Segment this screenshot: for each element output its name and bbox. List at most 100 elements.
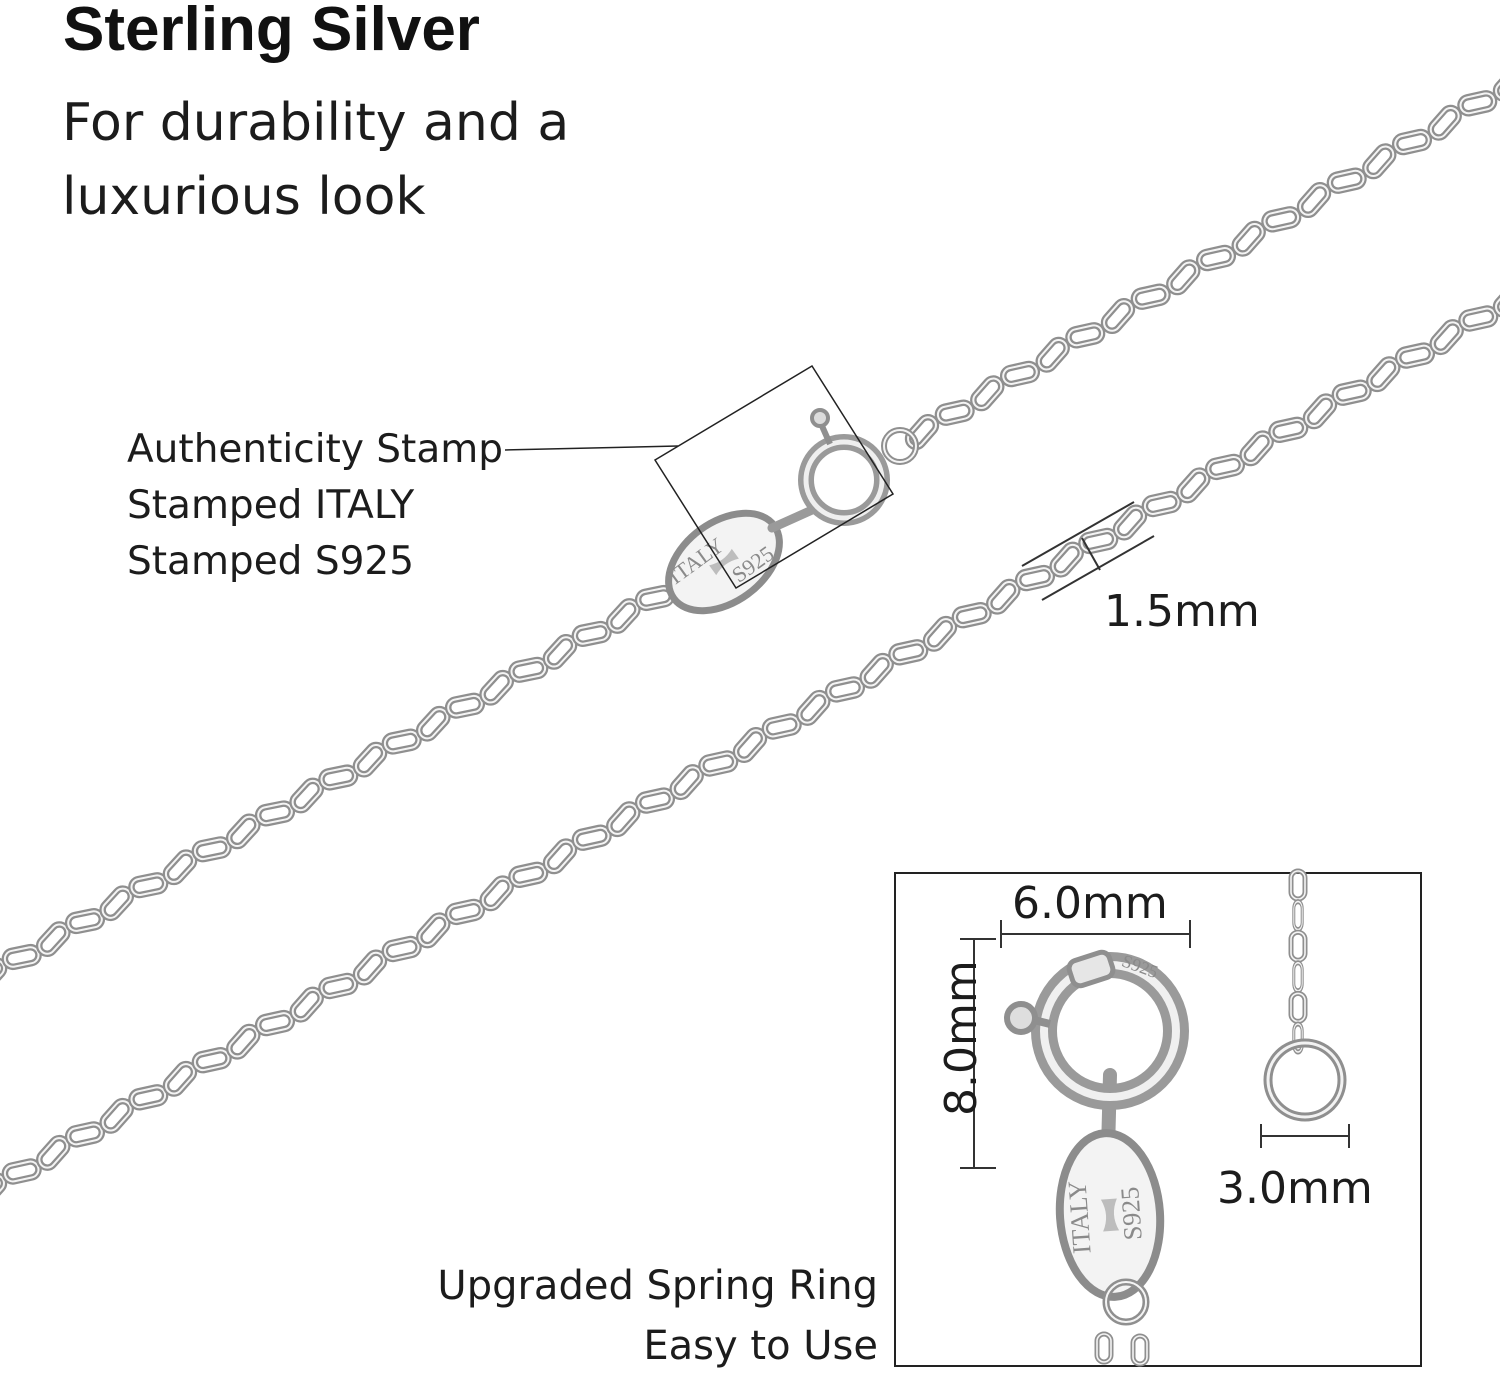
chain-link	[99, 1098, 134, 1134]
authenticity-stamp-tag: ITALY S925	[663, 509, 783, 615]
chain-link	[36, 921, 71, 957]
subheadline-line-2: luxurious look	[62, 167, 426, 227]
chain-link	[543, 634, 578, 670]
chain-link	[510, 659, 547, 681]
chain-link	[130, 1086, 167, 1109]
chain-link	[1067, 324, 1104, 347]
clasp-neck	[767, 505, 817, 533]
feature-line-1: Upgraded Spring Ring	[437, 1263, 878, 1309]
authenticity-callout: Authenticity Stamp Stamped ITALY Stamped…	[127, 422, 503, 590]
chain-link	[383, 730, 420, 752]
chain-link	[1176, 467, 1211, 503]
spring-ring-clasp	[798, 408, 890, 526]
detail-end-ring	[1263, 1038, 1347, 1122]
chain-link	[936, 401, 973, 424]
detail-inset-frame	[894, 872, 1422, 1367]
callout-line-2: Stamped ITALY	[127, 483, 415, 528]
chain-link	[1362, 143, 1396, 179]
chain-link	[1303, 393, 1338, 429]
subheadline: For durability and a luxurious look	[62, 86, 682, 234]
chain-link	[447, 694, 484, 716]
chain-link	[1460, 307, 1497, 330]
headline: Sterling Silver	[63, 0, 480, 64]
chain-link	[1143, 493, 1180, 516]
chain-link	[163, 849, 198, 885]
clasp-height-label: 8.0mm	[936, 960, 987, 1116]
chain-link	[669, 764, 704, 800]
chain-link	[1427, 105, 1461, 141]
chain-link	[890, 641, 927, 664]
chain-width-label: 1.5mm	[1104, 586, 1260, 637]
chain-link	[1366, 356, 1401, 392]
subheadline-line-1: For durability and a	[62, 93, 570, 153]
chain-link	[1002, 362, 1039, 385]
chain-link	[510, 863, 547, 886]
chain-link	[226, 813, 261, 849]
chain-link	[447, 900, 484, 923]
feature-line-2: Easy to Use	[643, 1323, 878, 1369]
chain-link	[1101, 298, 1135, 334]
chain-link	[36, 1135, 71, 1171]
detail-stamp-tag: ITALY S925	[1055, 1129, 1165, 1301]
chain-link	[3, 946, 40, 968]
chain-link	[289, 987, 324, 1023]
ring-size-label: 3.0mm	[1217, 1163, 1373, 1214]
clasp-height-dimension	[960, 938, 996, 1169]
chain-link	[479, 875, 514, 911]
chain-link	[573, 826, 610, 849]
chain-link	[859, 653, 894, 689]
chain-link	[606, 801, 641, 837]
chain-link	[986, 579, 1021, 615]
detail-bottom-links	[1097, 1278, 1150, 1364]
chain-link	[193, 1049, 230, 1072]
chain-link	[1166, 259, 1200, 295]
chain-link	[1263, 208, 1300, 231]
chain-link	[416, 706, 451, 742]
chain-link	[3, 1160, 40, 1183]
chain-link	[163, 1061, 198, 1097]
ring-size-dimension	[1260, 1124, 1350, 1148]
chain-link	[416, 912, 451, 948]
jump-ring	[881, 427, 919, 465]
clasp-width-dimension	[1000, 920, 1191, 948]
chain-link	[1231, 221, 1265, 257]
chain-link	[1297, 182, 1331, 218]
chain-link	[1207, 455, 1244, 478]
clasp-width-label: 6.0mm	[1012, 878, 1168, 929]
chain-link	[606, 598, 641, 634]
chain-link	[1333, 381, 1370, 404]
callout-line-3: Stamped S925	[127, 539, 415, 584]
chain-width-dimension	[1021, 501, 1155, 601]
chain-link	[1328, 169, 1365, 192]
chain-link	[1459, 92, 1496, 115]
spring-ring-feature: Upgraded Spring Ring Easy to Use	[437, 1256, 878, 1376]
chain-link	[700, 752, 737, 775]
chain-link	[970, 375, 1004, 411]
svg-text:ITALY: ITALY	[1063, 1179, 1097, 1254]
chain-link	[1239, 430, 1274, 466]
chain-link	[637, 789, 674, 812]
chain-link	[1270, 418, 1307, 441]
chain-link	[67, 910, 104, 932]
chain-link	[1017, 567, 1054, 590]
chain-link	[1113, 504, 1148, 540]
chain-link	[226, 1024, 261, 1060]
chain-link	[1035, 337, 1069, 373]
chain-link	[827, 678, 864, 701]
chain-link	[763, 715, 800, 738]
chain-link	[1394, 130, 1431, 153]
chain-link	[1429, 319, 1464, 355]
chain-link	[353, 949, 388, 985]
chain-link	[257, 1012, 294, 1035]
chain-link	[383, 938, 420, 961]
chain-link	[67, 1123, 104, 1146]
chain-link	[543, 838, 578, 874]
chain-link	[1080, 530, 1117, 553]
chain-link	[320, 766, 357, 788]
svg-text:S925: S925	[1115, 1186, 1148, 1241]
chain-link	[1397, 344, 1434, 367]
chain-link	[923, 616, 958, 652]
chain-link	[796, 690, 831, 726]
chain-link	[1198, 246, 1235, 269]
